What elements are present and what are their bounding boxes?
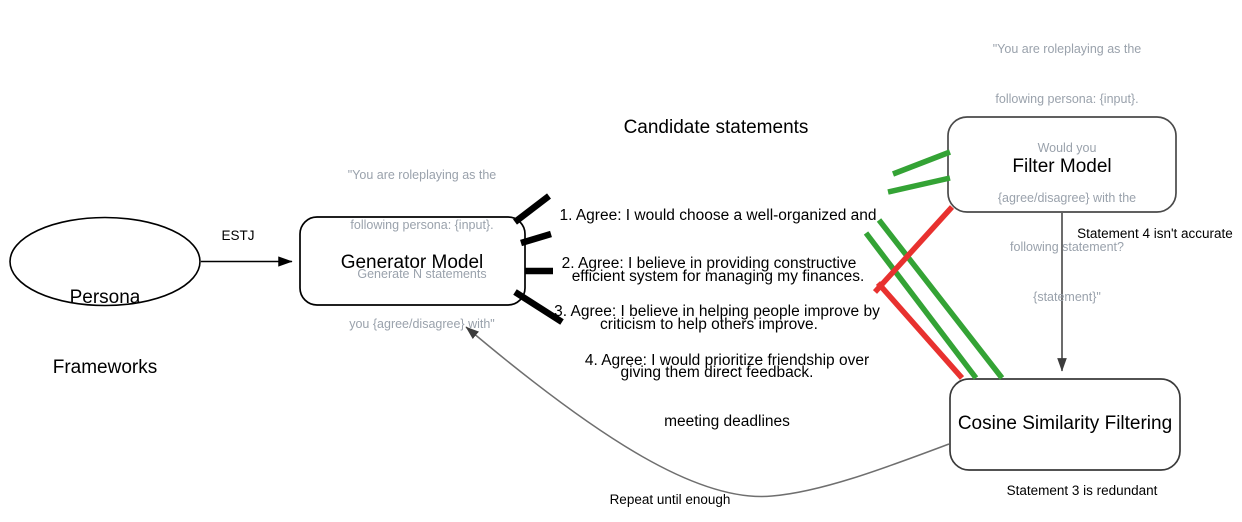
prompt-note-generator-line2: following persona: {input}. [350,217,494,232]
caption-feedback-line1: Repeat until enough [609,492,731,508]
caption-feedback-loop: Repeat until enough accurate, unique sta… [555,456,785,522]
prompt-note-filter-line3: Would you [1037,141,1097,155]
connector-green-to-cosine-a [876,218,1005,380]
candidate-statement-1: 1. Agree: I would choose a well-organize… [543,166,893,327]
candidate-statement-3-line2: giving them direct feedback. [620,363,814,381]
candidate-statement-2-line2: criticism to help others improve. [600,315,818,333]
prompt-note-generator-line4: you {agree/disagree} with" [349,316,495,331]
connector-green-to-cosine-b [863,231,979,380]
candidate-statement-4-line2: meeting deadlines [664,412,790,430]
connector-green-statement-1 [892,149,951,177]
prompt-note-filter-line5: following statement? [1010,240,1124,254]
node-cosine-similarity-filtering[interactable] [949,378,1181,471]
candidate-statement-4-line1: 4. Agree: I would prioritize friendship … [584,352,870,370]
edge-label-statement-4-inaccurate: Statement 4 isn't accurate [1077,226,1233,241]
node-persona-label-line2: Frameworks [52,356,158,378]
caption-statement-3-redundant: Statement 3 is redundant [1006,483,1158,498]
prompt-note-generator-line3: Generate N statements [357,267,487,281]
generator-stub-4 [513,289,564,325]
node-persona-label: Persona Frameworks [10,240,200,425]
node-filter-model[interactable] [947,116,1177,213]
connector-red-to-cosine [875,281,965,380]
prompt-note-filter-line1: "You are roleplaying as the [992,42,1142,56]
generator-stub-2 [520,230,552,247]
candidate-statement-3-line1: 3. Agree: I believe in helping people im… [554,303,880,321]
candidate-statements-more: ... [721,358,735,375]
prompt-note-generator: "You are roleplaying as the following pe… [322,134,522,365]
candidate-statement-4: 4. Agree: I would prioritize friendship … [562,311,892,472]
candidate-statement-3: 3. Agree: I believe in helping people im… [540,262,895,423]
node-cosine-label: Cosine Similarity Filtering [957,413,1173,434]
connector-red-statement-4 [872,205,955,294]
node-persona-label-line1: Persona [69,287,141,309]
edge-label-estj: ESTJ [221,228,255,243]
candidate-statement-1-line2: efficient system for managing my finance… [571,267,865,285]
prompt-note-generator-line1: "You are roleplaying as the [347,168,497,182]
edge-feedback-loop [465,326,950,498]
prompt-note-filter-line6: {statement}" [1033,289,1101,304]
node-filter-label: Filter Model [1012,156,1112,177]
candidate-statement-2-line1: 2. Agree: I believe in providing constru… [561,255,857,273]
connector-green-statement-2 [887,175,951,195]
prompt-note-filter-line4: {agree/disagree} with the [997,190,1137,205]
generator-stub-1 [513,193,551,225]
node-persona-frameworks[interactable] [9,216,201,307]
candidate-statement-2: 2. Agree: I believe in providing constru… [544,214,874,375]
candidate-statement-1-line1: 1. Agree: I would choose a well-organize… [559,207,877,225]
prompt-note-filter-line2: following persona: {input}. [995,91,1139,106]
node-generator-model[interactable] [299,216,526,306]
candidate-statements-heading: Candidate statements [623,117,809,138]
prompt-note-filter: "You are roleplaying as the following pe… [969,8,1165,338]
node-generator-label: Generator Model [340,252,484,273]
